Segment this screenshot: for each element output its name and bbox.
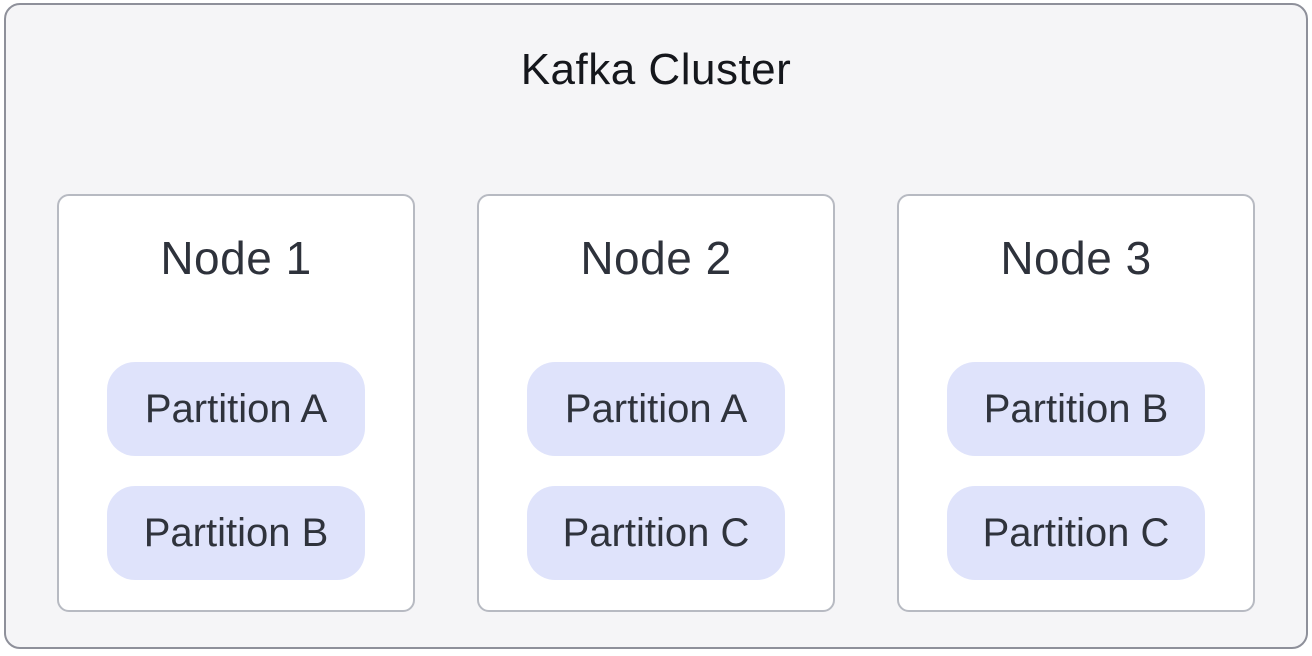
partition-stack: Partition A Partition C [527,362,785,581]
partition-pill: Partition B [947,362,1205,457]
node-card-3: Node 3 Partition B Partition C [897,193,1255,612]
node-title: Node 3 [1000,231,1152,284]
partition-pill: Partition C [527,486,785,581]
partition-pill: Partition A [107,362,365,457]
node-title: Node 2 [580,231,732,284]
node-card-2: Node 2 Partition A Partition C [477,193,835,612]
node-title: Node 1 [160,231,312,284]
partition-stack: Partition B Partition C [947,362,1205,581]
partition-pill: Partition A [527,362,785,457]
kafka-cluster-container: Kafka Cluster Node 1 Partition A Partiti… [4,3,1308,649]
node-row: Node 1 Partition A Partition B Node 2 Pa… [57,193,1255,612]
partition-pill: Partition B [107,486,365,581]
partition-pill: Partition C [947,486,1205,581]
cluster-title: Kafka Cluster [520,45,792,94]
node-card-1: Node 1 Partition A Partition B [57,193,415,612]
partition-stack: Partition A Partition B [107,362,365,581]
